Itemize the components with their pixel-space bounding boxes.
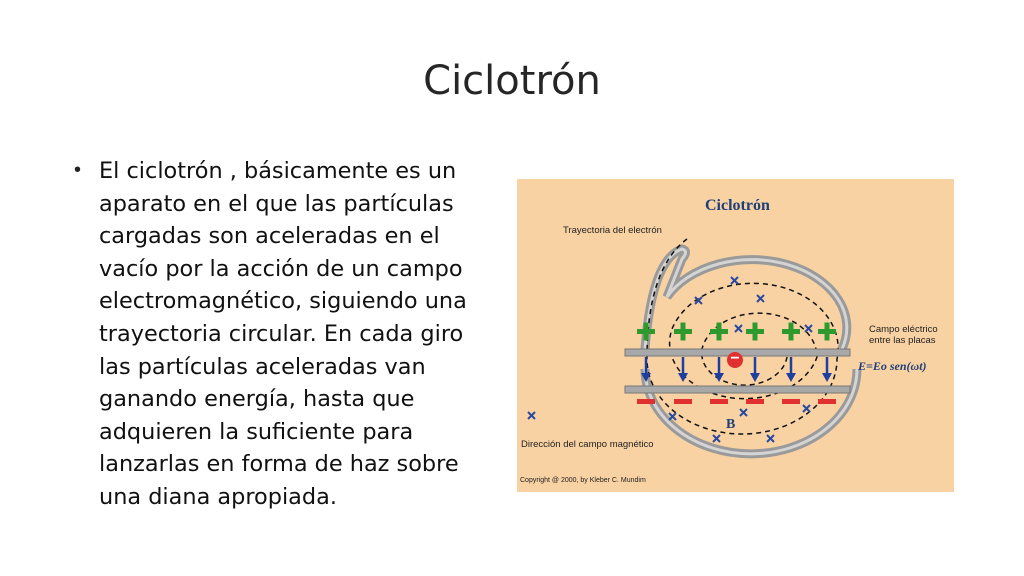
trajectory-label: Trayectoria del electrón — [563, 225, 662, 236]
copyright-text: Copyright @ 2000, by Kleber C. Mundim — [520, 477, 646, 484]
plus-icon — [746, 322, 764, 341]
bullet-list: • El ciclotrón , básicamente es un apara… — [74, 155, 494, 514]
x-marks — [527, 276, 813, 443]
x-mark-icon — [712, 434, 721, 443]
figure-title: Ciclotrón — [705, 197, 770, 214]
dee-ring-lower — [640, 368, 862, 459]
x-mark-icon — [766, 434, 775, 443]
x-mark-icon — [734, 324, 743, 333]
x-mark-icon — [730, 276, 739, 285]
plus-icon — [710, 322, 728, 341]
minus-signs — [637, 399, 836, 404]
x-mark-icon — [802, 404, 811, 413]
minus-icon — [746, 399, 764, 404]
electron-trajectory — [646, 238, 839, 435]
arrow-down-icon — [714, 357, 724, 382]
plus-icon — [782, 322, 800, 341]
plus-icon — [637, 322, 655, 341]
minus-icon — [782, 399, 800, 404]
minus-icon — [637, 399, 655, 404]
electric-field-label: Campo eléctrico entre las placas — [869, 324, 938, 346]
bullet-dot-icon: • — [74, 159, 82, 181]
x-mark-icon — [694, 296, 703, 305]
field-arrows — [641, 357, 832, 382]
arrow-down-icon — [678, 357, 688, 382]
arrow-down-icon — [641, 357, 651, 382]
minus-icon — [710, 399, 728, 404]
arrow-down-icon — [786, 357, 796, 382]
plus-icon — [674, 322, 692, 341]
cyclotron-diagram — [527, 238, 862, 459]
x-mark-icon — [739, 408, 748, 417]
slide-title: Ciclotrón — [423, 58, 601, 104]
x-mark-icon — [527, 411, 536, 420]
cyclotron-figure: Ciclotrón Trayectoria del electrón Campo… — [517, 179, 954, 492]
magnetic-field-label: Dirección del campo magnético — [521, 439, 654, 450]
x-mark-icon — [668, 412, 677, 421]
x-mark-icon — [804, 324, 813, 333]
electron-icon — [727, 352, 743, 368]
minus-icon — [818, 399, 836, 404]
lower-plate — [624, 385, 851, 394]
plus-signs — [637, 322, 836, 341]
electric-field-label-line2: entre las placas — [869, 335, 936, 346]
field-formula: E=Eo sen(ωt) — [858, 359, 927, 373]
electron-charge-label: − — [730, 350, 740, 367]
electric-field-label-line1: Campo eléctrico — [869, 324, 938, 335]
plus-icon — [818, 322, 836, 341]
bullet-text: El ciclotrón , básicamente es un aparato… — [99, 158, 467, 510]
magnetic-field-symbol: B — [726, 417, 736, 432]
arrow-down-icon — [822, 357, 832, 382]
x-mark-icon — [756, 294, 765, 303]
arrow-down-icon — [750, 357, 760, 382]
minus-icon — [674, 399, 692, 404]
